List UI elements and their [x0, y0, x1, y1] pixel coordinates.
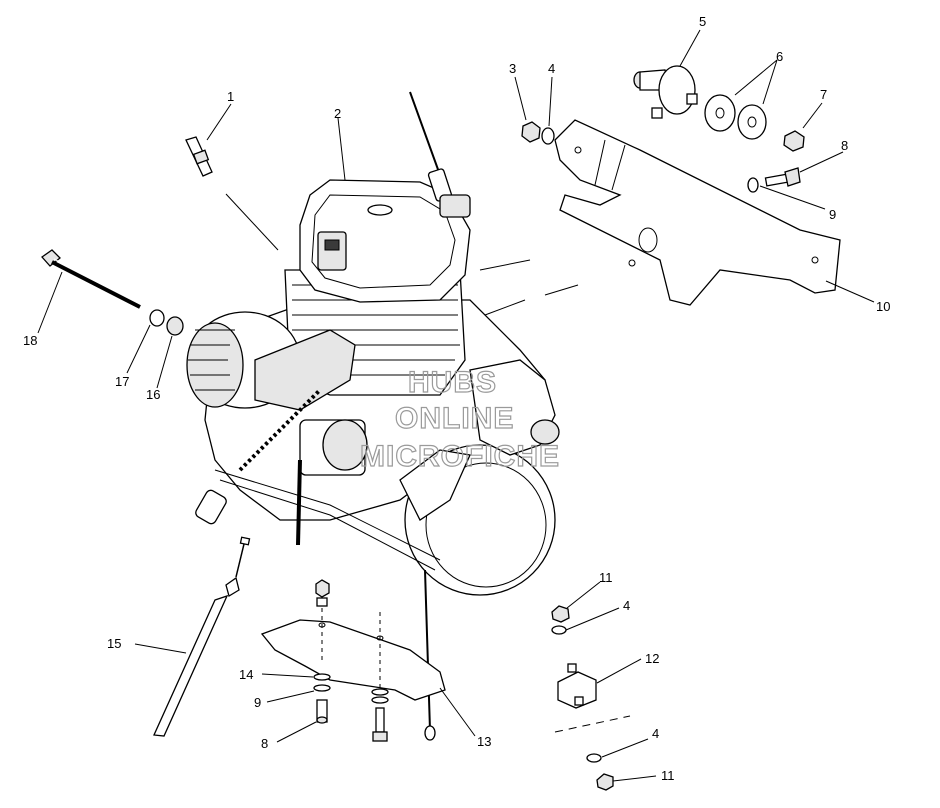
callout-2: 2 — [334, 106, 341, 121]
callout-4-mid: 4 — [623, 598, 630, 613]
callout-15: 15 — [107, 636, 121, 651]
callout-4-lower: 4 — [652, 726, 659, 741]
callout-1: 1 — [227, 89, 234, 104]
nut-3 — [521, 121, 541, 143]
watermark: HUBS ONLINE MICROFICHE — [359, 365, 560, 473]
callout-13: 13 — [477, 734, 491, 749]
washer-4-mid — [551, 625, 567, 635]
callout-11-upper: 11 — [599, 570, 613, 585]
callout-10: 10 — [876, 299, 890, 314]
rubber-mount-top — [633, 65, 698, 119]
nut-7 — [783, 130, 805, 152]
bolt-lower-right — [372, 707, 388, 742]
callout-7: 7 — [820, 87, 827, 102]
engine-bracket-upper — [554, 119, 841, 306]
rubber-mount-12 — [557, 663, 597, 709]
nut-11-lower — [596, 773, 614, 791]
washer-9 — [747, 177, 759, 193]
callout-6: 6 — [776, 49, 783, 64]
callout-8: 8 — [841, 138, 848, 153]
watermark-line-2: ONLINE — [395, 402, 514, 435]
callout-17: 17 — [115, 374, 129, 389]
engine-bracket-lower — [260, 619, 446, 701]
callout-9-lower: 9 — [254, 695, 261, 710]
callout-8-lower: 8 — [261, 736, 268, 751]
watermark-line-3: MICROFICHE — [360, 440, 560, 473]
engine-assembly — [186, 91, 560, 741]
callout-5: 5 — [699, 14, 706, 29]
washer-6a — [704, 94, 736, 132]
bolt-8 — [764, 167, 801, 187]
callout-9: 9 — [829, 207, 836, 222]
nut-11-upper — [551, 605, 570, 623]
nut-16 — [166, 316, 184, 336]
callout-16: 16 — [146, 387, 160, 402]
long-bolt — [41, 249, 142, 309]
washer-14 — [313, 673, 331, 681]
callout-14: 14 — [239, 667, 253, 682]
nut-upper-bracket — [315, 579, 330, 598]
washer-4-low — [586, 753, 602, 763]
callouts: 1 2 3 4 5 6 7 8 9 10 18 17 16 11 4 15 12… — [23, 14, 890, 783]
callout-18: 18 — [23, 333, 37, 348]
spark-plug — [185, 136, 213, 177]
watermark-line-1: HUBS — [408, 366, 497, 399]
washer-4 — [541, 127, 555, 145]
callout-3: 3 — [509, 61, 516, 76]
callout-4: 4 — [548, 61, 555, 76]
drain-rod-15 — [153, 536, 251, 737]
callout-11-lower: 11 — [661, 768, 675, 783]
washer-17 — [149, 309, 165, 327]
bolt-8-lower — [316, 699, 328, 724]
washer-6b — [737, 104, 767, 140]
washer-9-lower — [313, 684, 331, 692]
callout-12: 12 — [645, 651, 659, 666]
leader-lines — [37, 29, 875, 782]
